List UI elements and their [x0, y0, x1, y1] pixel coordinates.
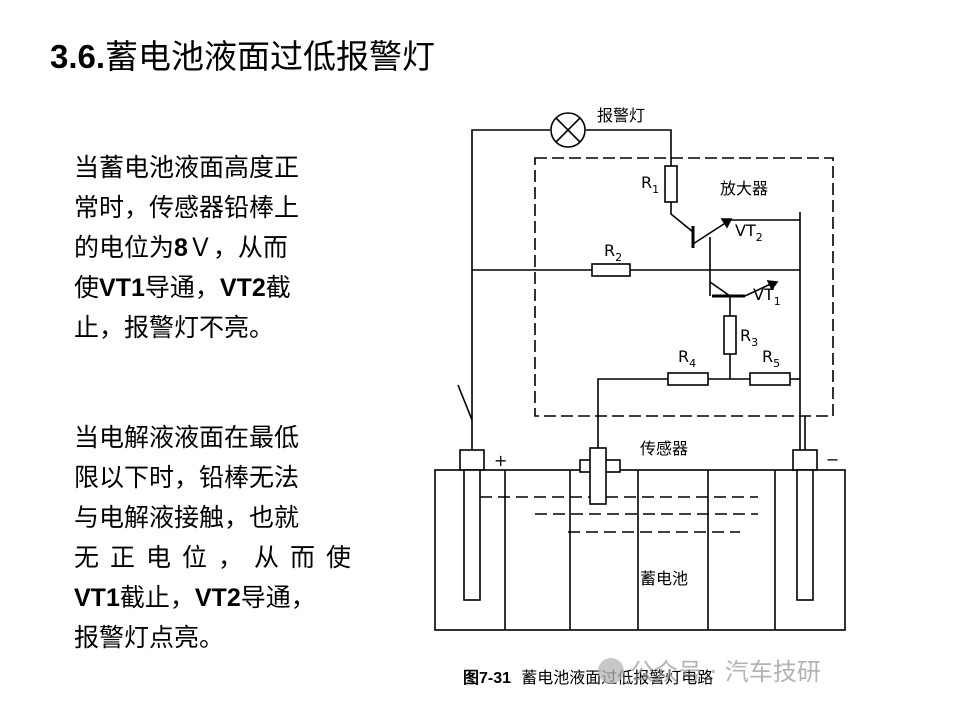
text-line: 无正电位，从而使	[74, 543, 363, 572]
wire-vt1-collector	[709, 281, 731, 297]
resistor-r1	[664, 165, 678, 203]
text-line: 当蓄电池液面高度正	[74, 153, 300, 182]
sensor-label: 传感器	[640, 439, 688, 458]
minus-sign: −	[826, 450, 839, 469]
text-line: 的电位为8Ｖ，从而	[74, 233, 288, 262]
resistor-r5	[749, 372, 791, 386]
r3-label: R3	[740, 326, 758, 349]
section-number: 3.6.	[50, 38, 106, 75]
amplifier-label: 放大器	[720, 179, 768, 198]
sensor-rod	[589, 447, 607, 505]
wire-sensor-r4	[597, 378, 668, 450]
lamp-label: 报警灯	[597, 106, 645, 125]
wire-lamp-r1	[586, 129, 672, 166]
page-title: 3.6.蓄电池液面过低报警灯	[50, 30, 435, 78]
positive-terminal	[459, 449, 485, 471]
text-line: VT1截止，VT2导通，	[74, 583, 316, 612]
negative-rod	[796, 469, 814, 601]
figure-number: 图7-31	[463, 670, 512, 687]
resistor-r2	[591, 263, 631, 277]
r2-label: R2	[604, 241, 622, 264]
switch-lever	[457, 384, 473, 421]
vt2-label: VT2	[735, 221, 763, 244]
vt1-label: VT1	[753, 285, 781, 308]
battery-case	[434, 469, 846, 631]
section-title: 蓄电池液面过低报警灯	[105, 37, 436, 76]
lamp-cross	[555, 117, 581, 143]
wire-r1-vt2	[670, 202, 694, 233]
text-line: 报警灯点亮。	[74, 623, 225, 652]
negative-terminal	[792, 449, 818, 471]
resistor-r4	[667, 372, 709, 386]
text-line: 限以下时，铅棒无法	[74, 463, 300, 492]
resistor-r3	[723, 315, 737, 355]
text-line: 常时，传感器铅棒上	[74, 193, 300, 222]
amplifier-box	[534, 157, 834, 417]
positive-rod	[463, 469, 481, 601]
paragraph-low-level: 当电解液液面在最低 限以下时，铅棒无法 与电解液接触，也就 无正电位，从而使 V…	[74, 418, 374, 658]
text-line: 使VT1导通，VT2截	[74, 273, 291, 302]
watermark-text: 公众号 · 汽车技研	[630, 658, 821, 686]
r5-label: R5	[762, 347, 780, 370]
r4-label: R4	[678, 347, 696, 370]
vt1-arrow	[766, 280, 779, 291]
vt2-arrow	[720, 218, 733, 229]
watermark: 公众号 · 汽车技研	[598, 652, 821, 687]
battery-label: 蓄电池	[640, 569, 688, 588]
r1-label: R1	[641, 173, 659, 196]
wire-left-top	[471, 129, 550, 450]
text-line: 止，报警灯不亮。	[74, 313, 275, 342]
wechat-logo-icon	[598, 658, 624, 684]
text-line: 与电解液接触，也就	[74, 503, 300, 532]
vt2-emitter	[692, 219, 731, 245]
text-line: 当电解液液面在最低	[74, 423, 300, 452]
plus-sign: +	[494, 451, 507, 470]
paragraph-normal-level: 当蓄电池液面高度正 常时，传感器铅棒上 的电位为8Ｖ，从而 使VT1导通，VT2…	[74, 148, 374, 348]
